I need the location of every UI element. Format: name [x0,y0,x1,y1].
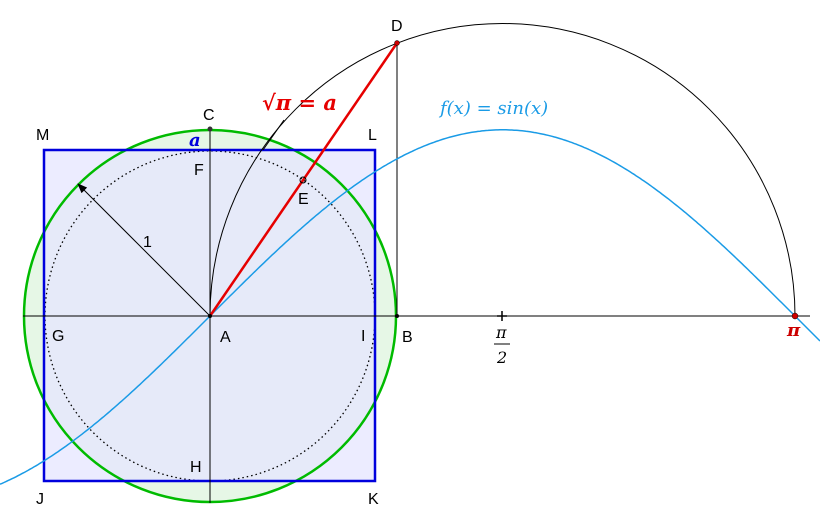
label-C: C [203,107,215,124]
label-radius: 1 [143,234,152,251]
label-F: F [194,162,204,179]
label-J: J [36,491,44,508]
label-D: D [391,18,403,35]
segment-AD [208,42,399,317]
point-C [207,126,213,132]
label-B: B [402,329,413,346]
label-H: H [190,459,202,476]
sine-curve [0,129,820,485]
point-E [299,176,307,184]
semicircle-arc [209,23,796,317]
equation-leader-line [262,119,285,151]
point-A [208,314,212,318]
radius-arrow [77,183,211,317]
label-half-pi-numerator: π [495,323,507,342]
label-equation: √π = a [262,90,337,115]
label-I: I [361,328,365,345]
label-A: A [220,329,231,346]
label-half-pi-denominator: 2 [496,348,507,367]
point-pi [791,312,799,320]
label-K: K [368,491,379,508]
label-L: L [368,127,377,144]
point-D [394,40,400,46]
label-M: M [36,127,49,144]
label-side-a: a [189,130,201,151]
label-function: f(x) = sin(x) [438,98,548,119]
label-pi: π [786,320,801,341]
label-G: G [52,328,64,345]
point-B [395,314,399,318]
label-E: E [298,191,309,208]
